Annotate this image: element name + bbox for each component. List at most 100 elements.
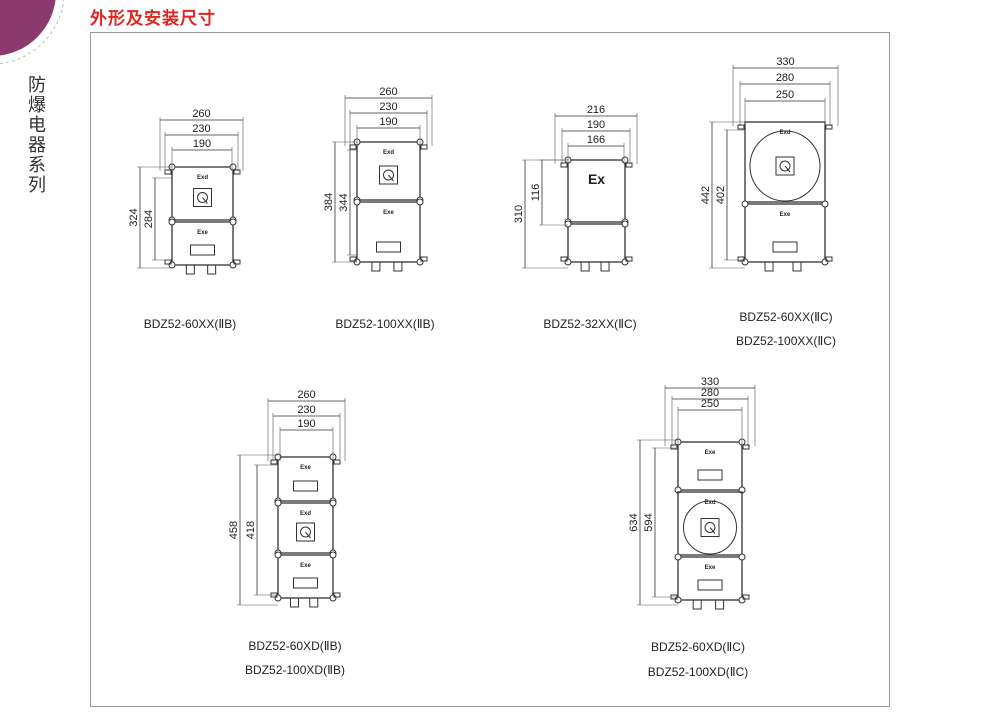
bolt — [329, 499, 337, 507]
width-dimension-label: 190 — [193, 138, 211, 150]
section-label: Exe — [300, 563, 311, 569]
model-caption: BDZ52-32XX(ⅡC) — [543, 317, 637, 331]
rotary-switch-icon — [197, 192, 208, 203]
bolt — [168, 218, 176, 226]
nameplate — [697, 469, 723, 481]
width-dimension-label: 230 — [297, 404, 315, 416]
mounting-foot — [349, 256, 357, 262]
bolt — [621, 156, 629, 164]
width-dimension-label: 280 — [776, 72, 794, 84]
section-label: Exe — [780, 212, 791, 218]
switch-handle — [388, 174, 394, 182]
cable-gland — [371, 261, 381, 272]
width-dimension-label: 216 — [587, 104, 605, 116]
mounting-foot — [737, 124, 745, 130]
bolt — [274, 499, 282, 507]
switch-handle — [305, 531, 311, 539]
bolt — [353, 198, 361, 206]
nameplate — [697, 579, 723, 591]
mounting-foot — [164, 169, 172, 175]
mounting-foot — [333, 459, 341, 465]
bolt — [229, 163, 237, 171]
cable-gland — [600, 261, 610, 272]
width-dimension-label: 166 — [587, 134, 605, 146]
bolt — [738, 553, 746, 561]
nameplate — [772, 241, 798, 253]
switch-handle-plate — [775, 156, 795, 176]
width-dimension-label: 250 — [776, 89, 794, 101]
width-dimension-label: 330 — [701, 376, 719, 388]
model-caption: BDZ52-60XX(ⅡC) — [739, 310, 833, 324]
bolt — [674, 553, 682, 561]
height-dimension-label: 442 — [700, 186, 712, 204]
cable-gland — [715, 599, 725, 610]
bolt — [821, 200, 829, 208]
mounting-foot — [560, 162, 568, 168]
enclosure-section — [277, 456, 334, 502]
mounting-foot — [333, 592, 341, 598]
width-dimension-label: 250 — [701, 398, 719, 410]
bolt — [821, 258, 829, 266]
model-caption: BDZ52-100XD(ⅡC) — [647, 665, 749, 679]
section-label: Exe — [705, 565, 716, 571]
cable-gland — [185, 264, 195, 275]
section-label: Exd — [704, 500, 715, 506]
width-dimension-label: 230 — [192, 123, 210, 135]
width-dimension-label: 190 — [379, 116, 397, 128]
height-dimension-label: 402 — [715, 186, 727, 204]
bolt — [674, 596, 682, 604]
bolt — [274, 594, 282, 602]
switch-handle-plate — [296, 522, 315, 542]
enclosure-section — [567, 159, 626, 223]
section-label: Exd — [197, 175, 208, 181]
width-dimension-label: 260 — [297, 389, 315, 401]
drawing-frame — [90, 32, 890, 707]
enclosure-section — [677, 491, 743, 556]
section-label: Exe — [300, 465, 311, 471]
width-dimension-label: 260 — [192, 108, 210, 120]
round-cover — [683, 500, 737, 555]
model-caption: BDZ52-60XD(ⅡC) — [651, 640, 745, 654]
cable-gland — [309, 597, 319, 608]
nameplate — [190, 244, 215, 256]
width-dimension-label: 330 — [776, 56, 794, 68]
section-label: Exd — [300, 511, 311, 517]
nameplate — [293, 577, 318, 589]
cable-gland — [792, 261, 802, 272]
section-label: Exe — [383, 210, 394, 216]
rotary-switch-icon — [704, 522, 716, 533]
switch-handle-plate — [193, 188, 212, 207]
round-cover — [749, 130, 821, 202]
model-caption: BDZ52-60XX(ⅡB) — [143, 317, 237, 331]
mounting-foot — [670, 444, 678, 450]
height-dimension-label: 116 — [530, 184, 542, 202]
nameplate — [293, 480, 318, 492]
mounting-foot — [825, 256, 833, 262]
model-caption: BDZ52-100XX(ⅡB) — [335, 317, 435, 331]
enclosure-section — [744, 203, 826, 263]
bolt — [621, 220, 629, 228]
height-dimension-label: 324 — [128, 208, 140, 226]
cable-gland — [764, 261, 774, 272]
enclosure-section — [356, 141, 421, 201]
mounting-foot — [233, 259, 241, 265]
mounting-foot — [742, 594, 750, 600]
enclosure-section — [171, 221, 234, 266]
nameplate — [376, 241, 401, 253]
height-dimension-label: 284 — [143, 210, 155, 228]
bolt — [564, 258, 572, 266]
bolt — [621, 258, 629, 266]
bolt — [274, 453, 282, 461]
series-title: 防爆电器系列 — [28, 75, 46, 196]
mounting-foot — [233, 169, 241, 175]
height-dimension-label: 594 — [643, 513, 655, 531]
section-label: Exd — [779, 130, 790, 136]
section-label: Ex — [588, 171, 605, 187]
cable-gland — [393, 261, 403, 272]
rotary-switch-icon — [779, 160, 791, 172]
